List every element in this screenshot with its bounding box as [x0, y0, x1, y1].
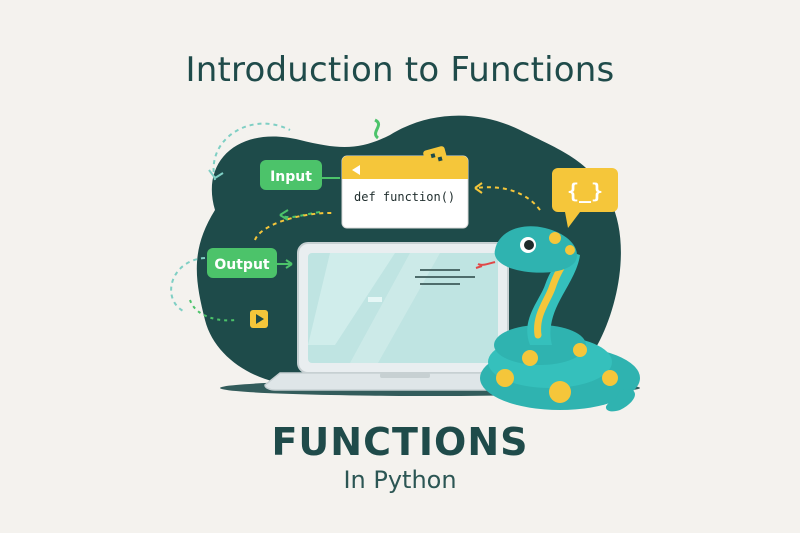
- input-label-text: Input: [270, 169, 312, 185]
- output-label: Output: [207, 248, 277, 278]
- code-bubble: {_}: [552, 168, 618, 228]
- output-label-text: Output: [214, 257, 270, 273]
- flow-arrows: [170, 118, 541, 322]
- braces-text: {_}: [567, 179, 603, 203]
- input-label: Input: [260, 160, 322, 190]
- plug-icon: [423, 146, 449, 172]
- code-text: def function(): [354, 190, 455, 204]
- page-title: Introduction to Functions: [185, 50, 615, 90]
- python-snake: [475, 226, 640, 412]
- play-icon: [250, 310, 268, 328]
- main-title: FUNCTIONS: [271, 420, 529, 464]
- subtitle: In Python: [343, 466, 457, 494]
- code-window: def function(): [341, 155, 469, 229]
- laptop: [264, 242, 546, 391]
